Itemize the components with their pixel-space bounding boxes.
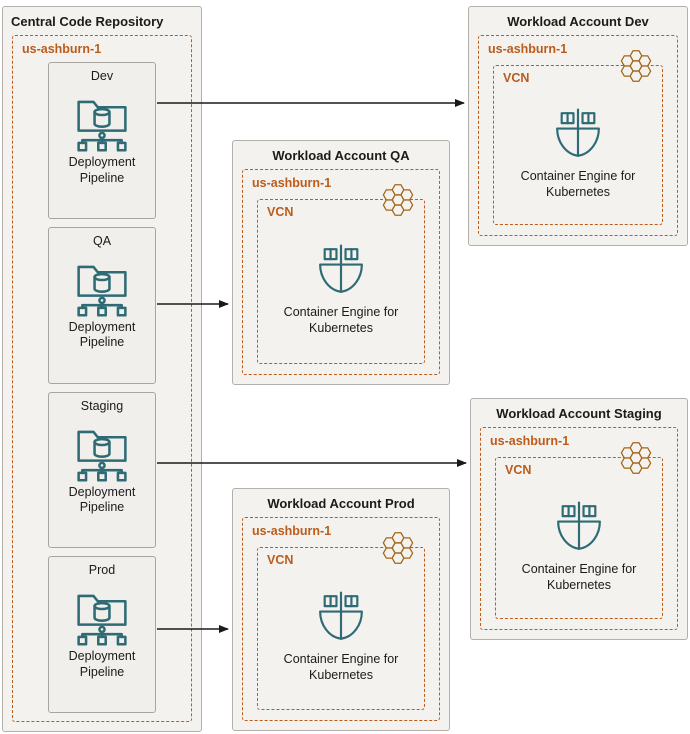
container-engine-for-kubernetes-icon: [557, 501, 601, 550]
vcn-box: VCN Container Engine for Kubernetes: [493, 50, 663, 225]
vcn-label: VCN: [267, 553, 294, 567]
pipeline-stack: Dev Deployment Pipeline QA Deployment Pi…: [13, 58, 191, 721]
pipeline-name: Prod: [88, 563, 116, 578]
region-label: us-ashburn-1: [252, 176, 332, 190]
account-region: us-ashburn-1 VCN Container Engine for Ku…: [242, 169, 440, 375]
vcn-box: VCN Container Engine for Kubernetes: [495, 442, 663, 619]
pipeline-caption: Deployment Pipeline: [68, 155, 136, 185]
workload-account-prod-panel: Workload Account Prod us-ashburn-1 VCN C…: [232, 488, 450, 731]
pipeline-box-staging: Staging Deployment Pipeline: [48, 391, 156, 549]
account-title: Workload Account Staging: [496, 406, 662, 421]
region-label: us-ashburn-1: [488, 42, 568, 56]
pipeline-name: QA: [92, 233, 112, 248]
pipeline-box-prod: Prod Deployment Pipeline: [48, 556, 156, 713]
container-engine-for-kubernetes-icon: [556, 108, 600, 157]
account-region: us-ashburn-1 VCN Container Engine for Ku…: [478, 35, 678, 236]
vcn-box: VCN Container Engine for Kubernetes: [257, 532, 425, 710]
vcn-label: VCN: [503, 71, 530, 85]
vcn-body: Container Engine for Kubernetes: [496, 477, 662, 618]
central-code-repository-panel: Central Code Repository us-ashburn-1 Dev…: [2, 6, 202, 732]
workload-account-dev-panel: Workload Account Dev us-ashburn-1 VCN Co…: [468, 6, 688, 246]
account-title: Workload Account Dev: [507, 14, 649, 29]
region-label: us-ashburn-1: [22, 42, 102, 56]
workload-account-staging-panel: Workload Account Staging us-ashburn-1 VC…: [470, 398, 688, 640]
vcn-box: VCN Container Engine for Kubernetes: [257, 184, 425, 364]
pipeline-box-qa: QA Deployment Pipeline: [48, 226, 156, 384]
container-engine-for-kubernetes-icon: [319, 244, 363, 294]
deployment-pipeline-icon: [77, 594, 127, 646]
container-engine-for-kubernetes-icon: [319, 591, 363, 641]
account-title: Workload Account QA: [272, 148, 410, 163]
service-caption: Container Engine for Kubernetes: [283, 652, 399, 682]
deployment-pipeline-icon: [77, 100, 127, 152]
region-label: us-ashburn-1: [252, 524, 332, 538]
pipeline-name: Staging: [80, 398, 124, 413]
repository-region: us-ashburn-1 Dev Deployment Pipeline QA …: [12, 35, 192, 722]
pipeline-box-dev: Dev Deployment Pipeline: [48, 62, 156, 219]
workload-account-qa-panel: Workload Account QA us-ashburn-1 VCN Con…: [232, 140, 450, 385]
service-caption: Container Engine for Kubernetes: [521, 561, 637, 592]
vcn-body: Container Engine for Kubernetes: [258, 219, 424, 363]
account-region: us-ashburn-1 VCN Container Engine for Ku…: [242, 517, 440, 721]
hexagon-cluster-icon: [618, 440, 654, 476]
vcn-body: Container Engine for Kubernetes: [258, 567, 424, 709]
pipeline-caption: Deployment Pipeline: [68, 484, 136, 515]
hexagon-cluster-icon: [618, 48, 654, 84]
account-region: us-ashburn-1 VCN Container Engine for Ku…: [480, 427, 678, 630]
service-caption: Container Engine for Kubernetes: [283, 305, 399, 335]
account-title: Workload Account Prod: [267, 496, 415, 511]
vcn-label: VCN: [505, 463, 532, 477]
vcn-body: Container Engine for Kubernetes: [494, 85, 662, 224]
pipeline-name: Dev: [90, 69, 114, 83]
deployment-pipeline-icon: [77, 430, 127, 482]
service-caption: Container Engine for Kubernetes: [520, 168, 636, 199]
pipeline-caption: Deployment Pipeline: [68, 319, 136, 350]
hexagon-cluster-icon: [380, 182, 416, 218]
vcn-label: VCN: [267, 205, 294, 219]
hexagon-cluster-icon: [380, 530, 416, 566]
repository-title: Central Code Repository: [11, 14, 164, 29]
pipeline-caption: Deployment Pipeline: [68, 649, 136, 679]
deployment-pipeline-icon: [77, 265, 127, 317]
region-label: us-ashburn-1: [490, 434, 570, 448]
